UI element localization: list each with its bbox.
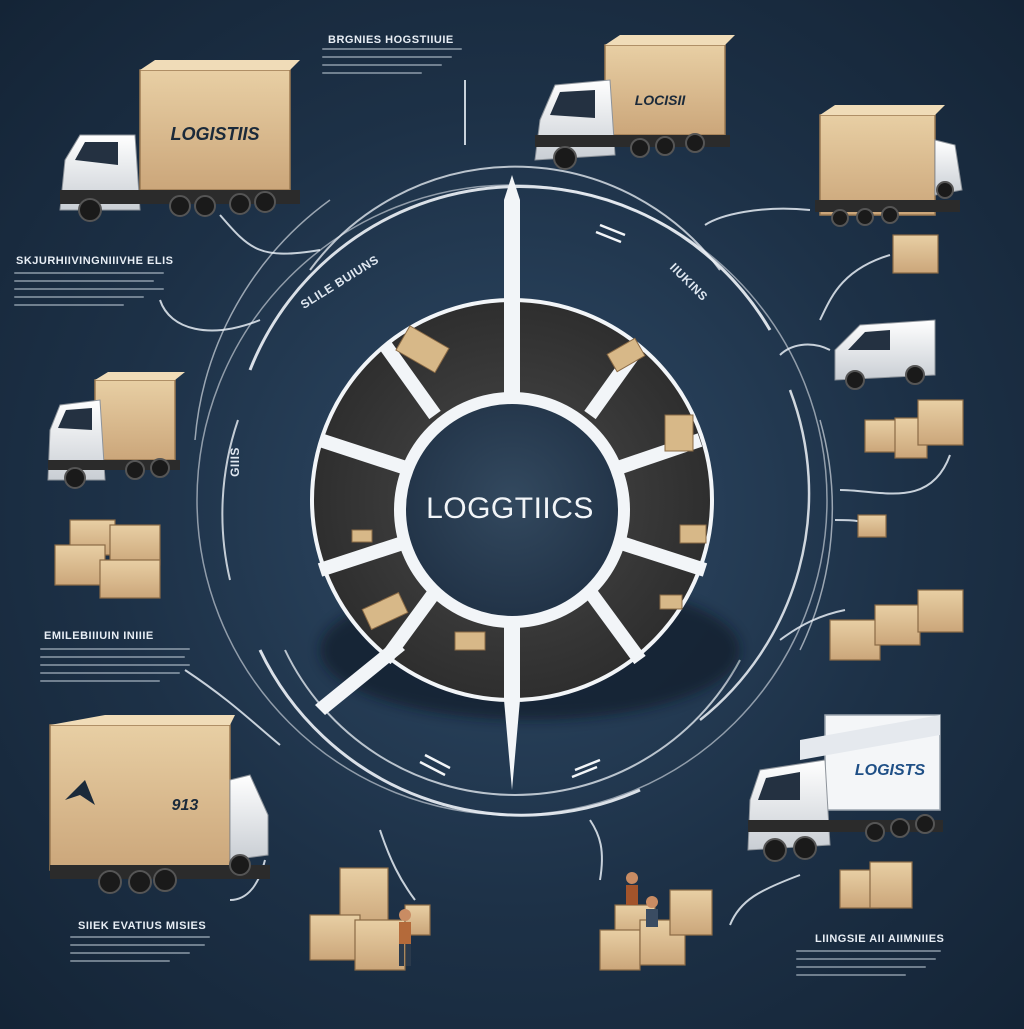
truck-top-center: LOCISII [534, 35, 735, 170]
truck-logo-bottom-right: LOGISTS [855, 762, 926, 779]
label-top: BRGNIES HOGSTIIUIE [328, 34, 454, 46]
label-bottom-left-fine-text [70, 930, 220, 968]
workers [399, 872, 658, 966]
label-bottom-right: LIINGSIE AII AIIMNIIES [815, 933, 945, 945]
van-right [834, 319, 936, 390]
box-stacks [54, 234, 964, 971]
label-bottom-left: SIIEK EVATIUS MISIES [78, 920, 207, 932]
outer-rings [194, 165, 834, 817]
segment-wheel [310, 175, 714, 790]
label-bottom-right-fine-text [796, 944, 946, 982]
label-top-fine-text [322, 42, 472, 80]
label-ring-left: GIIIS [227, 447, 242, 477]
truck-top-right [815, 105, 963, 227]
label-left-upper: SKJURHIIVINGNIIIVHE ELIS [16, 255, 174, 267]
truck-logo-top-center: LOCISII [635, 92, 687, 108]
label-left-upper-fine-text [14, 266, 174, 312]
truck-left-middle [47, 372, 185, 489]
truck-bottom-left: 913 [49, 715, 270, 894]
truck-top-left: LOGISTIIS [59, 60, 300, 222]
truck-logo-top-left: LOGISTIIS [170, 124, 259, 144]
label-left-middle: EMILEBIIIUIN INIIIE [44, 630, 154, 642]
label-left-middle-fine-text [40, 642, 200, 688]
truck-bottom-right: LOGISTS [747, 714, 943, 862]
center-title: LOGGTIICS [426, 492, 594, 525]
connector-lines [159, 80, 951, 926]
center-hub [394, 392, 630, 628]
dash-marks [419, 223, 626, 779]
pallets [351, 325, 707, 651]
truck-number-bottom-left: 913 [172, 797, 199, 814]
